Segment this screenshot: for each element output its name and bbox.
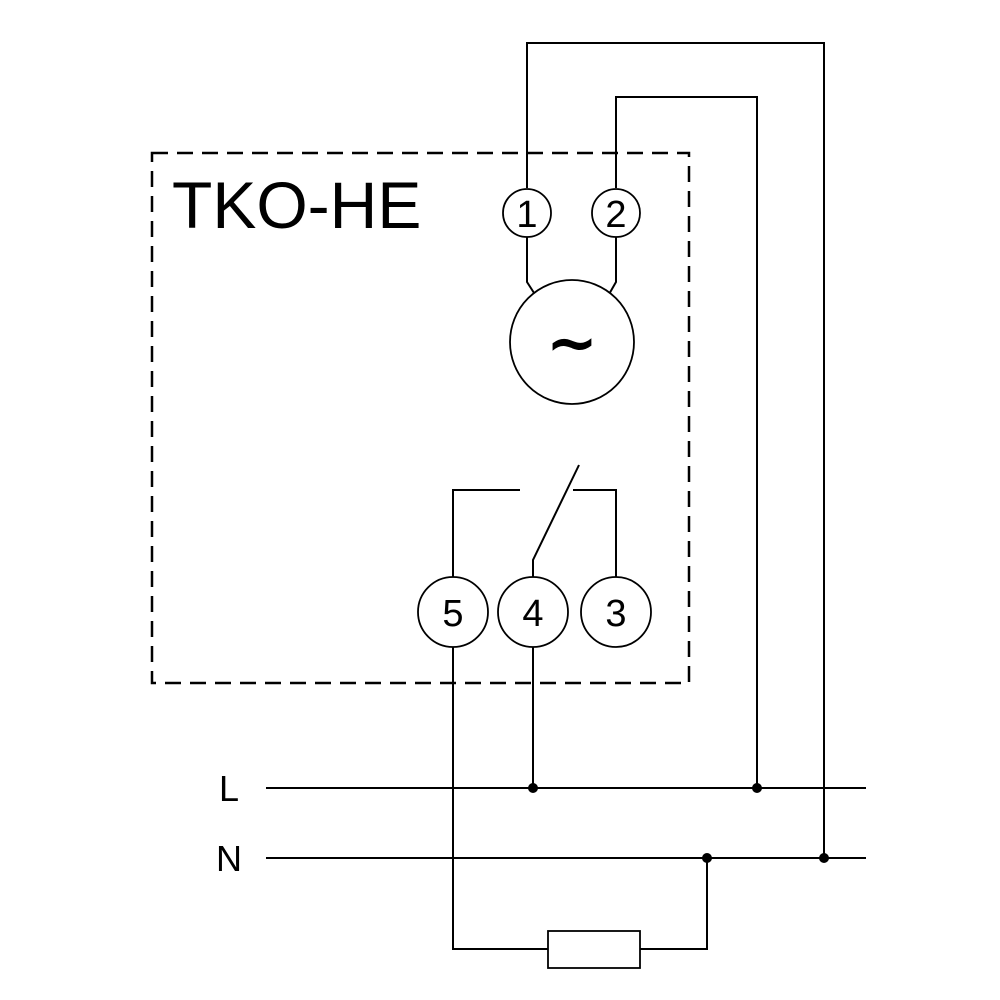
contact-wire-terminal-3 xyxy=(573,489,617,588)
wire-terminal-2-to-supply xyxy=(607,237,617,297)
device-enclosure xyxy=(150,151,691,685)
terminal-2: 2 xyxy=(591,188,641,238)
neutral-rail-label: N xyxy=(216,838,242,879)
terminal-3: 3 xyxy=(580,576,652,648)
relay-contact-switch xyxy=(532,464,580,588)
terminal-4: 4 xyxy=(497,576,569,648)
terminal-4-label: 4 xyxy=(522,593,543,635)
contact-wire-terminal-5 xyxy=(452,489,520,588)
junction-dot-load-neutral xyxy=(702,853,712,863)
wire-terminal-5-to-load xyxy=(452,647,548,950)
terminal-5-label: 5 xyxy=(442,593,463,635)
terminal-1-label: 1 xyxy=(516,194,537,236)
terminal-5: 5 xyxy=(417,576,489,648)
junction-dot-terminal-2-live xyxy=(752,783,762,793)
terminal-1: 1 xyxy=(502,188,552,238)
live-rail-label: L xyxy=(219,768,239,809)
wire-terminal-1-to-supply xyxy=(526,237,537,297)
junction-dot-terminal-4-live xyxy=(528,783,538,793)
wire-terminal-2-to-live xyxy=(615,96,758,788)
wire-terminal-1-to-neutral xyxy=(526,42,825,858)
load-resistor xyxy=(547,930,641,969)
supply-tilde: ~ xyxy=(546,306,598,379)
terminal-2-label: 2 xyxy=(605,194,626,236)
wire-load-to-neutral xyxy=(640,858,708,950)
device-title: TKO-HE xyxy=(172,168,421,242)
terminal-3-label: 3 xyxy=(605,593,626,635)
junction-dot-terminal-1-neutral xyxy=(819,853,829,863)
supply-symbol xyxy=(509,279,635,405)
